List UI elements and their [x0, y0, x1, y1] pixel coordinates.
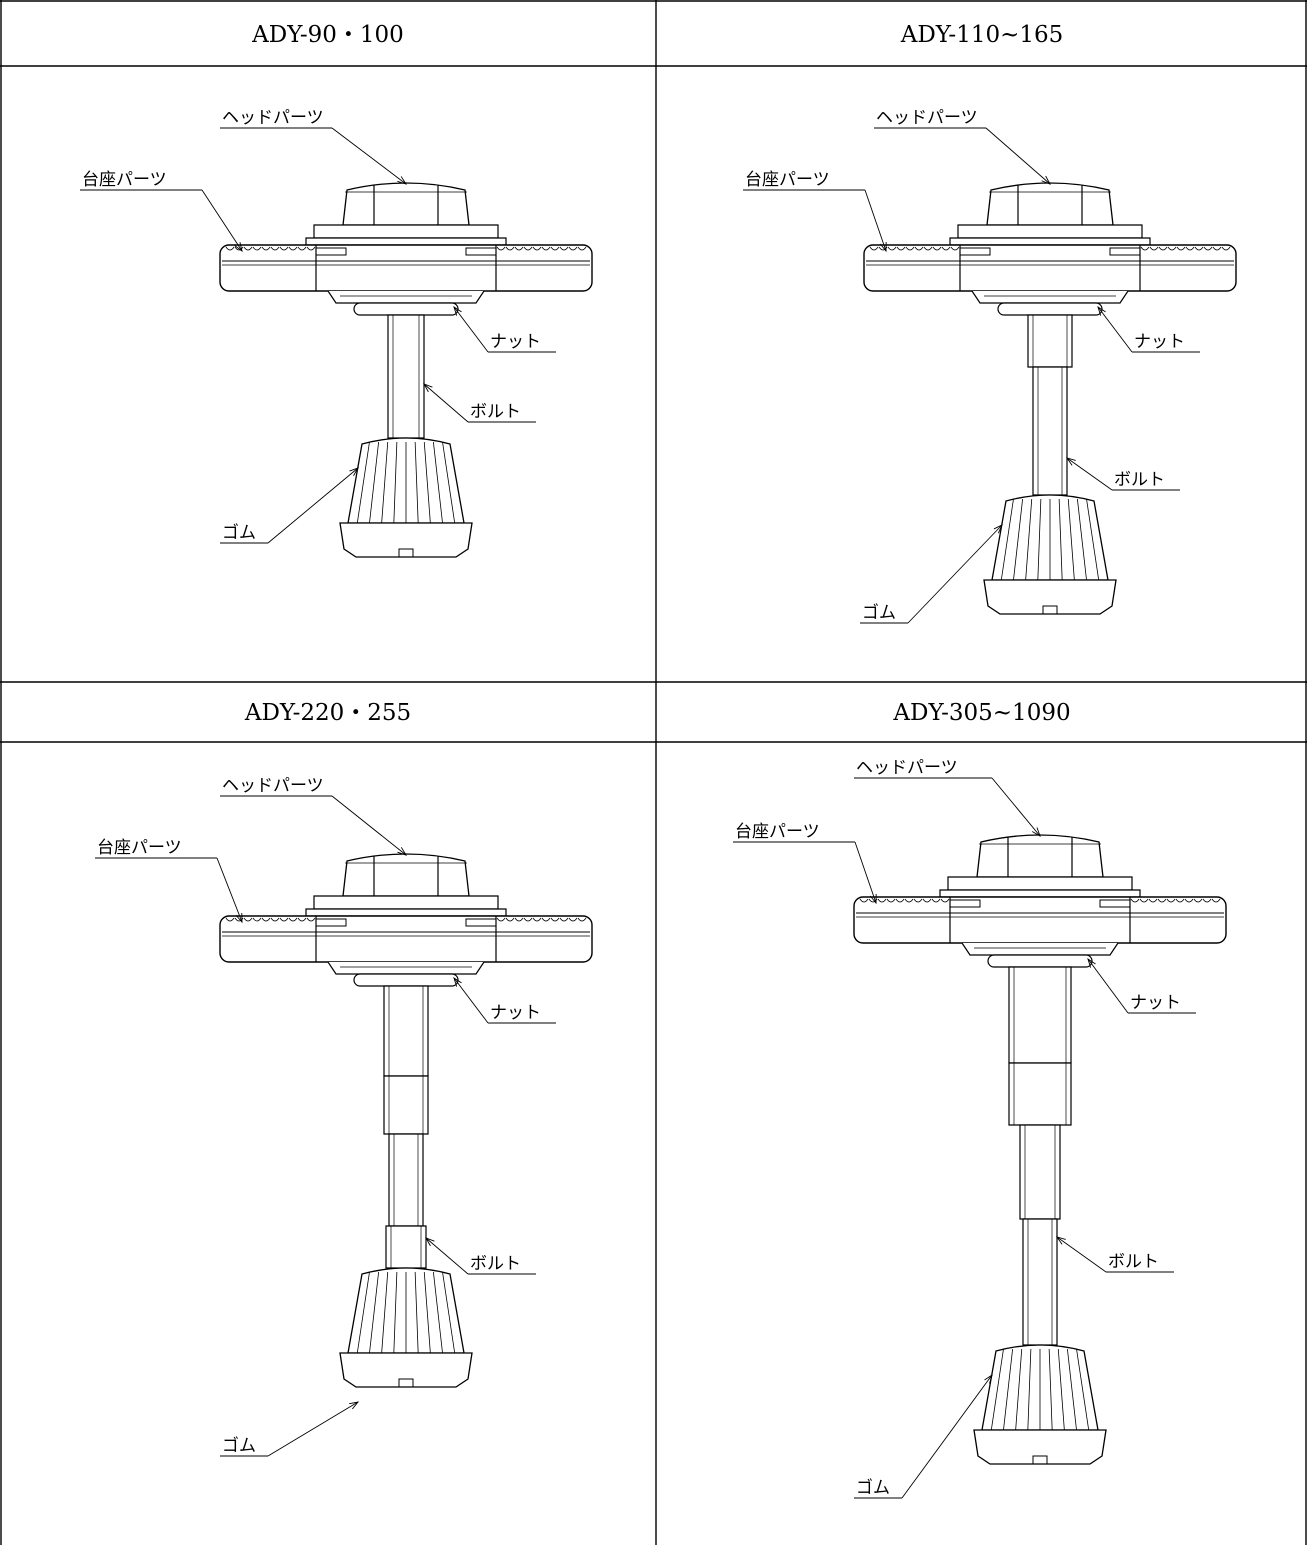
rubber-label: ゴム — [222, 522, 256, 543]
head-part-label: ヘッドパーツ — [222, 776, 324, 796]
rubber-part — [974, 1345, 1106, 1464]
nut-part — [328, 291, 484, 315]
base-part-label: 台座パーツ — [735, 822, 820, 842]
nut-label: ナット — [490, 332, 541, 352]
bolt-part — [384, 986, 428, 1268]
head-part-label-group: ヘッドパーツ — [220, 776, 406, 855]
bolt-label: ボルト — [470, 1254, 521, 1274]
rubber-label: ゴム — [862, 602, 896, 623]
rubber-label-group: ゴム — [220, 468, 358, 543]
bolt-label: ボルト — [1114, 470, 1165, 490]
head-part — [306, 854, 506, 916]
base-part-label: 台座パーツ — [97, 838, 182, 858]
rubber-label-group: ゴム — [854, 1375, 992, 1498]
rubber-label: ゴム — [222, 1435, 256, 1456]
panel-title-2: ADY-110~165 — [900, 22, 1064, 48]
nut-label: ナット — [1130, 993, 1181, 1013]
head-part — [940, 835, 1140, 897]
bolt-label: ボルト — [470, 402, 521, 422]
bolt-label-group: ボルト — [1057, 1237, 1174, 1272]
panel-title-1: ADY-90・100 — [251, 22, 404, 48]
rubber-label: ゴム — [856, 1477, 890, 1498]
panel-title-3: ADY-220・255 — [244, 700, 411, 726]
base-part — [220, 916, 592, 962]
bolt-part — [1009, 967, 1071, 1345]
rubber-part — [984, 495, 1116, 614]
base-part — [854, 897, 1226, 943]
head-part-label: ヘッドパーツ — [876, 108, 978, 128]
panel-title-4: ADY-305~1090 — [892, 700, 1070, 726]
nut-label-group: ナット — [454, 307, 556, 352]
nut-part — [962, 943, 1118, 967]
rubber-label-group: ゴム — [860, 525, 1002, 623]
head-part-label-group: ヘッドパーツ — [854, 758, 1040, 836]
nut-label-group: ナット — [454, 978, 556, 1023]
base-part-label-group: 台座パーツ — [95, 838, 242, 922]
bolt-label-group: ボルト — [424, 384, 536, 422]
head-part-label-group: ヘッドパーツ — [220, 108, 406, 184]
bolt-label-group: ボルト — [1067, 458, 1180, 490]
rubber-part — [340, 1268, 472, 1387]
base-part — [220, 245, 592, 291]
rubber-part — [340, 438, 472, 557]
base-part-label-group: 台座パーツ — [743, 170, 886, 251]
bolt-part — [388, 315, 424, 438]
nut-part — [328, 962, 484, 986]
nut-label: ナット — [1134, 332, 1185, 352]
bolt-label-group: ボルト — [426, 1238, 536, 1274]
rubber-label-group: ゴム — [220, 1402, 358, 1456]
bolt-label: ボルト — [1108, 1252, 1159, 1272]
base-part-label-group: 台座パーツ — [80, 170, 242, 251]
head-part-label: ヘッドパーツ — [222, 108, 324, 128]
head-part-label-group: ヘッドパーツ — [874, 108, 1050, 184]
nut-label: ナット — [490, 1003, 541, 1023]
nut-part — [972, 291, 1128, 315]
base-part-label-group: 台座パーツ — [733, 822, 876, 903]
bolt-part — [1028, 315, 1072, 495]
head-part — [950, 183, 1150, 245]
head-part-label: ヘッドパーツ — [856, 758, 958, 778]
nut-label-group: ナット — [1088, 959, 1196, 1013]
head-part — [306, 183, 506, 245]
base-part-label: 台座パーツ — [82, 170, 167, 190]
nut-label-group: ナット — [1098, 307, 1200, 352]
base-part-label: 台座パーツ — [745, 170, 830, 190]
base-part — [864, 245, 1236, 291]
